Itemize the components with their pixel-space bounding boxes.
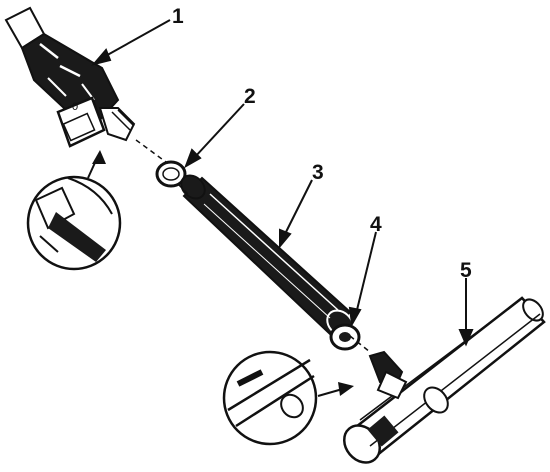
callout-label-5: 5 xyxy=(460,259,472,282)
arrow-to-inset-1 xyxy=(87,150,106,179)
callout-label-2: 2 xyxy=(244,85,256,108)
detail-inset-rail-port xyxy=(222,350,318,446)
callout-label-1: 1 xyxy=(172,5,184,28)
part-1-injector: 0 xyxy=(4,6,136,148)
callout-label-4: 4 xyxy=(370,213,382,236)
assembly-axis-line xyxy=(135,139,371,353)
callout-label-3: 3 xyxy=(312,161,324,184)
detail-inset-connector xyxy=(26,175,122,271)
part-3-tube xyxy=(180,174,354,337)
part-4-washer xyxy=(329,323,361,351)
svg-text:0: 0 xyxy=(72,101,78,113)
part-5-fuel-rail xyxy=(342,296,546,464)
leader-lines xyxy=(91,19,474,347)
arrow-to-inset-2 xyxy=(317,382,354,397)
part-2-o-ring xyxy=(155,160,187,188)
